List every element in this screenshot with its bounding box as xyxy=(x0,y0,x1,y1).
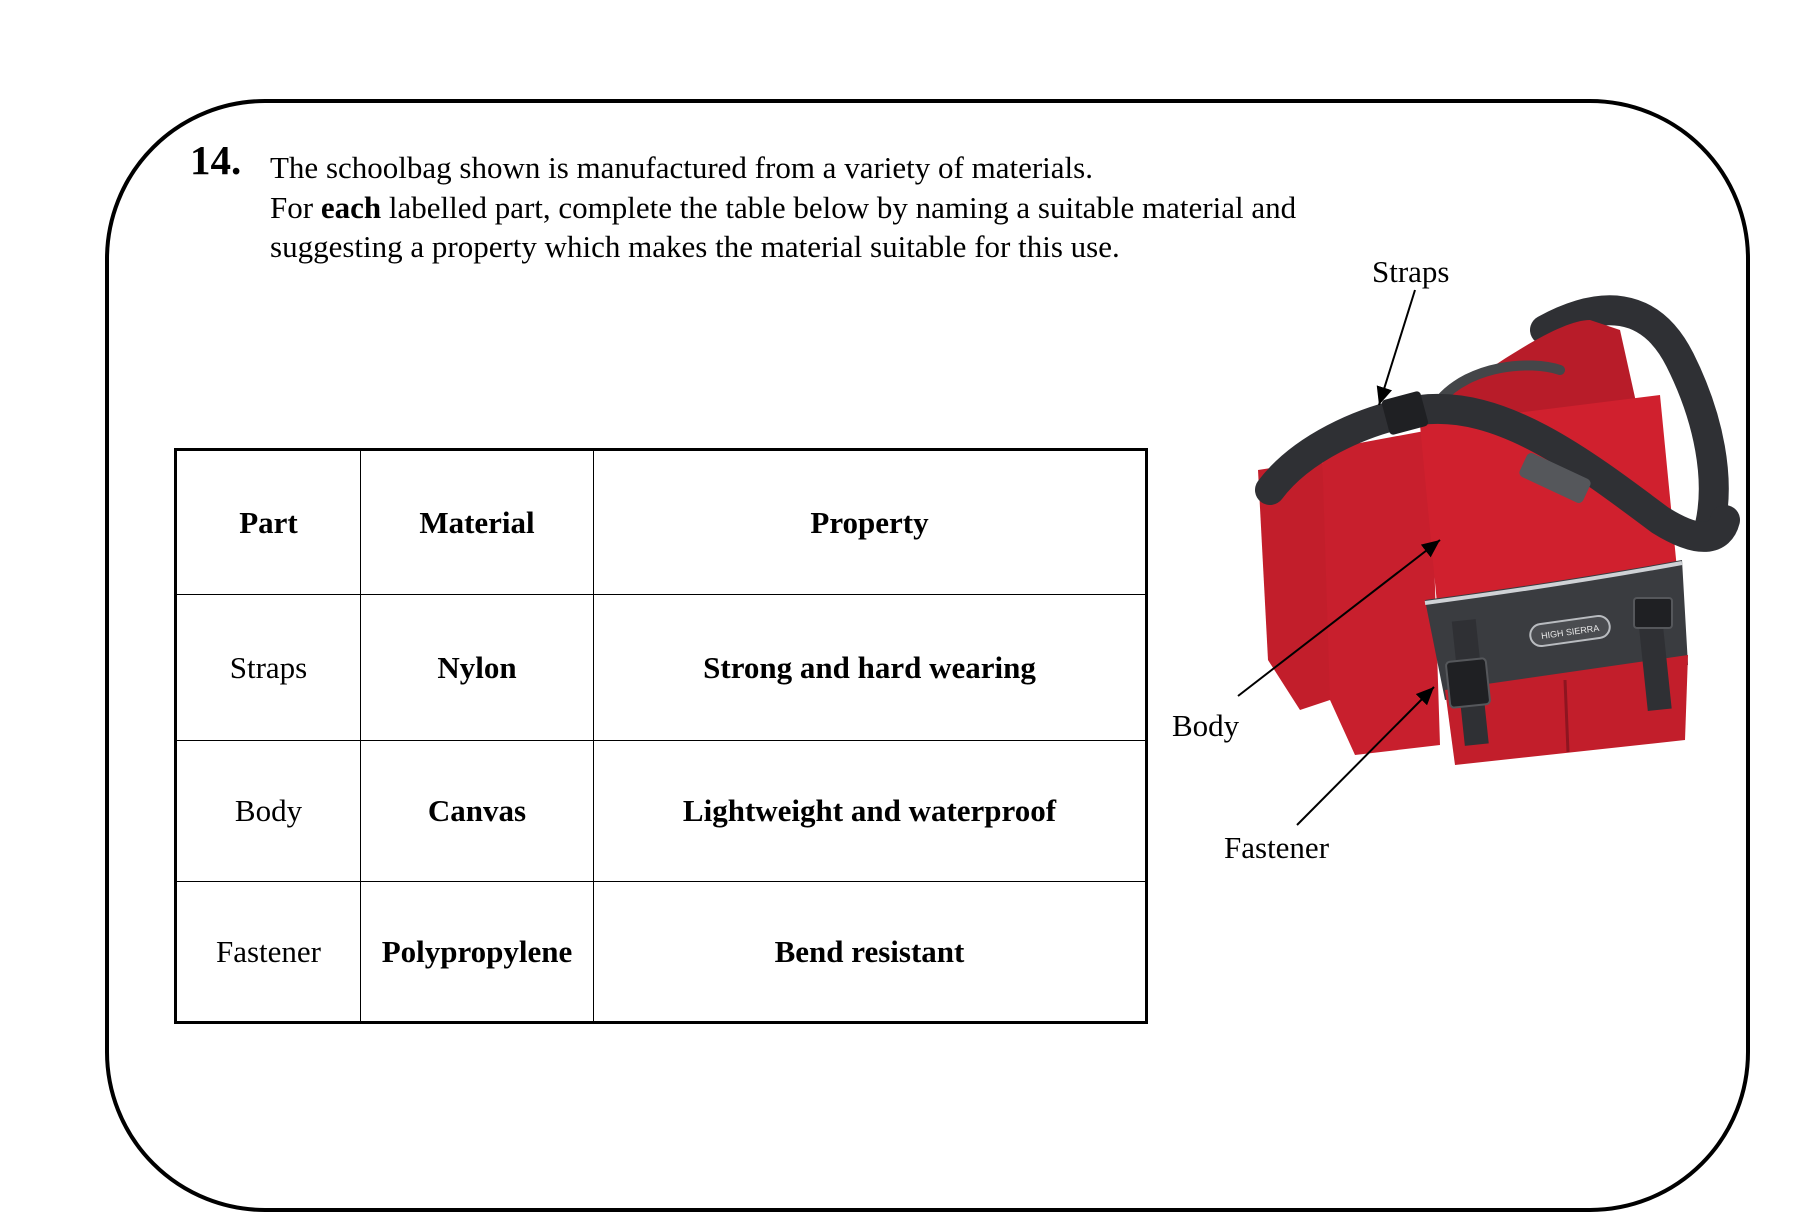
cell-property: Lightweight and waterproof xyxy=(593,740,1147,882)
label-fastener: Fastener xyxy=(1224,830,1330,865)
question-text-line-1: The schoolbag shown is manufactured from… xyxy=(270,150,1093,185)
emphasis-each: each xyxy=(320,190,382,225)
leader-line-body xyxy=(1237,539,1441,697)
schoolbag-illustration: HIGH SIERRA xyxy=(1237,289,1740,826)
question-number: 14. xyxy=(190,137,242,183)
leader-line-straps xyxy=(1376,289,1416,406)
question-border xyxy=(105,99,1750,1212)
header-material: Material xyxy=(360,449,594,595)
table-row: Fastener Polypropylene Bend resistant xyxy=(175,881,1147,1023)
question-text-line-2: For each labelled part, complete the tab… xyxy=(270,190,1297,225)
cell-material: Canvas xyxy=(360,740,594,882)
table-row: Body Canvas Lightweight and waterproof xyxy=(175,740,1147,882)
table-header-row: Part Material Property xyxy=(175,449,1147,595)
cell-part: Fastener xyxy=(175,881,361,1023)
cell-part: Straps xyxy=(175,594,361,741)
cell-material: Polypropylene xyxy=(360,881,594,1023)
label-body: Body xyxy=(1172,708,1240,743)
materials-table: Part Material Property Straps Nylon Stro… xyxy=(174,448,1148,1024)
question-text-line-3: suggesting a property which makes the ma… xyxy=(270,229,1120,264)
cell-part: Body xyxy=(175,740,361,882)
cell-property: Bend resistant xyxy=(593,881,1147,1023)
label-straps: Straps xyxy=(1372,254,1450,289)
cell-material: Nylon xyxy=(360,594,594,741)
bag-icon: HIGH SIERRA xyxy=(1255,295,1740,765)
header-property: Property xyxy=(593,449,1147,595)
cell-property: Strong and hard wearing xyxy=(593,594,1147,741)
header-part: Part xyxy=(175,449,361,595)
table-row: Straps Nylon Strong and hard wearing xyxy=(175,594,1147,741)
leader-line-fastener xyxy=(1296,686,1435,826)
